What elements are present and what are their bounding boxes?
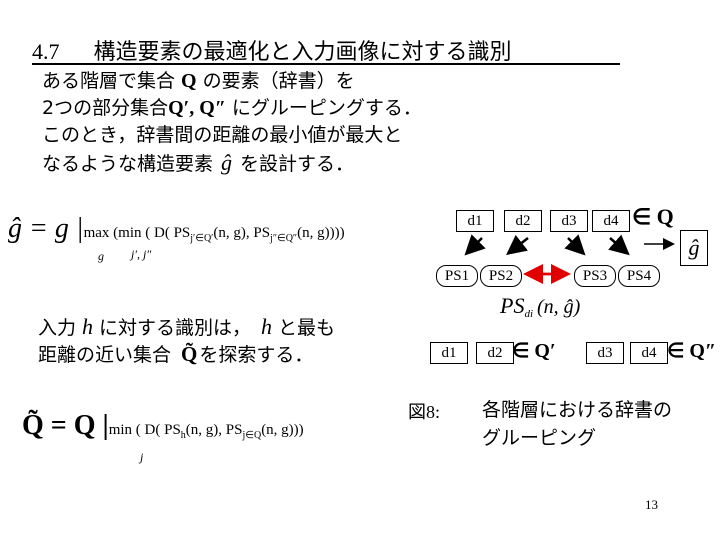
formula-lhs: ĝ = g | (8, 213, 84, 244)
formula-under-j: j′, j″ (131, 247, 152, 261)
intro-line-3: このとき，辞書間の距離の最小値が最大と (42, 124, 403, 146)
formula-sub: h (180, 430, 186, 442)
title-text: 構造要素の最適化と入力画像に対する識別 (93, 40, 512, 65)
intro-text: を設計する． (240, 153, 355, 175)
arrow-d3-ps3 (564, 234, 586, 256)
identify-text: に対する識別は， (99, 317, 252, 339)
set-q-tilde: Q̃ (181, 342, 198, 366)
figure-caption-line-1: 各階層における辞書の (482, 399, 673, 421)
top-member-q: ∈ Q (632, 204, 674, 229)
g-hat: ĝ (221, 150, 233, 175)
distance-sub: di (524, 308, 534, 321)
intro-line-2: 2つの部分集合Q′, Q″にグルーピングする． (42, 95, 422, 122)
title-underline (32, 63, 620, 65)
top-d2-box: d2 (504, 210, 542, 232)
formula-expr: min ( D( PS (108, 422, 181, 438)
formula-expr: (n, g), PS (185, 422, 243, 438)
intro-line-4: なるような構造要素 ĝ を設計する． (42, 149, 354, 178)
input-h: h (82, 314, 94, 339)
identify-text: 距離の近い集合 (38, 344, 172, 366)
formula-identification: Q̃ = Q |min ( D( PSh(n, g), PSj∈Q(n, g))… (22, 410, 304, 442)
distance-ps: PS (500, 293, 525, 318)
figure-label: 図8: (408, 402, 441, 422)
g-hat-box: ĝ (680, 230, 708, 266)
identify-text: と最も (278, 317, 336, 339)
arrow-d2-ps2 (506, 234, 529, 256)
bottom-d4-box: d4 (630, 342, 668, 364)
ps3-box: PS3 (574, 265, 616, 287)
intro-text: ある階層で集合 (42, 70, 176, 92)
formula-expr: (n, g), PS (213, 225, 271, 241)
slide-title: 4.7 構造要素の最適化と入力画像に対する識別 (32, 34, 512, 66)
subsets: Q′, Q″ (168, 97, 226, 119)
identify-text: 入力 (38, 317, 77, 339)
arrow-d1-ps1 (464, 234, 486, 256)
ps2-box: PS2 (480, 265, 522, 287)
formula-sub: j′∈Q′ (190, 233, 214, 245)
identify-line-2: 距離の近い集合 Q̃を探索する． (38, 341, 313, 369)
distance-label: PSdi(n, ĝ) (500, 293, 580, 320)
arrow-d4-ps4 (608, 234, 630, 256)
formula-sub: j″∈Q″ (270, 233, 298, 245)
distance-args: (n, ĝ) (537, 296, 581, 318)
bottom-d3-box: d3 (586, 342, 624, 364)
ps4-box: PS4 (618, 265, 660, 287)
intro-text: にグルーピングする． (231, 97, 422, 119)
formula-structuring-element: ĝ = g |max (min ( D( PSj′∈Q′(n, g), PSj″… (8, 213, 345, 245)
intro-text: の要素（辞書）を (202, 70, 355, 92)
identify-text: を探索する． (199, 344, 314, 366)
formula-lhs: Q̃ = Q | (22, 410, 109, 441)
section-number: 4.7 (32, 39, 60, 64)
formula-under-j: j (140, 450, 144, 464)
formula-sub: j∈Q (242, 430, 262, 442)
formula-expr: (n, g)))) (297, 225, 345, 241)
bottom-d1-box: d1 (430, 342, 468, 364)
intro-text: なるような構造要素 (42, 153, 214, 175)
set-q: Q (181, 70, 197, 92)
intro-text: 2つの部分集合 (42, 97, 169, 119)
formula-under-g: g (98, 249, 104, 263)
input-h: h (261, 314, 273, 339)
bottom-d2-box: d2 (476, 342, 514, 364)
top-d4-box: d4 (592, 210, 630, 232)
top-d1-box: d1 (456, 210, 494, 232)
page-number: 13 (645, 497, 658, 512)
ps1-box: PS1 (436, 265, 478, 287)
figure-caption-line-2: グルーピング (482, 427, 597, 449)
bottom-member-q-double-prime: ∈ Q″ (667, 340, 717, 362)
top-d3-box: d3 (550, 210, 588, 232)
formula-expr: max (min ( D( PS (83, 225, 191, 241)
formula-expr: (n, g))) (261, 422, 304, 438)
diagram-arrows (464, 234, 675, 284)
bottom-member-q-prime: ∈ Q′ (512, 340, 556, 362)
